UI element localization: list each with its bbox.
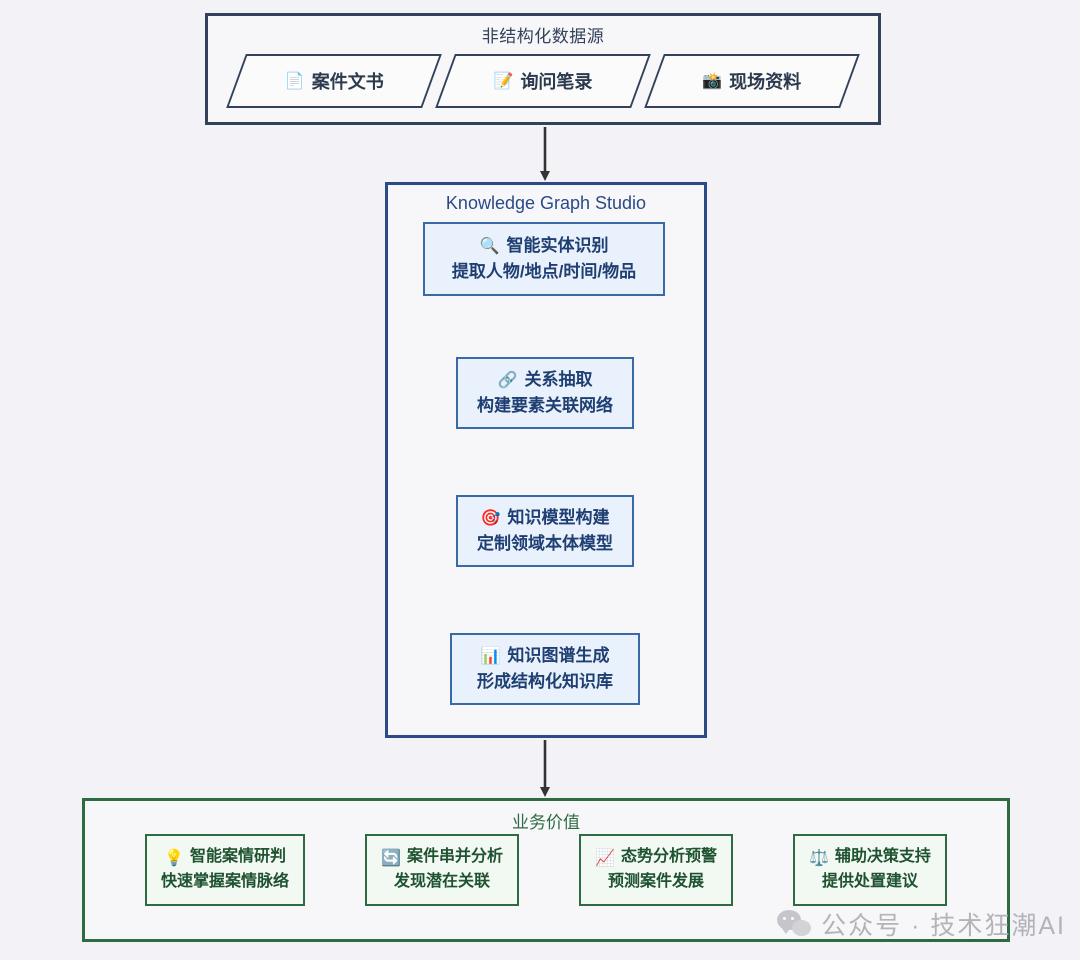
value-item-case-analysis[interactable]: 💡 智能案情研判 快速掌握案情脉络 — [145, 834, 306, 906]
source-item-label: 询问笔录 — [520, 72, 593, 92]
step-subtitle: 定制领域本体模型 — [477, 534, 613, 553]
source-item-label: 案件文书 — [311, 72, 384, 92]
value-item-decision-support[interactable]: ⚖️ 辅助决策支持 提供处置建议 — [793, 834, 947, 906]
magnifier-icon: 🔍 — [479, 235, 500, 255]
source-item-interrogation-record[interactable]: 📝 询问笔录 — [435, 54, 651, 108]
value-item-case-linkage[interactable]: 🔄 案件串并分析 发现潜在关联 — [365, 834, 519, 906]
bar-chart-icon: 📊 — [480, 645, 501, 665]
source-item-label: 现场资料 — [729, 72, 802, 92]
step-title: 智能实体识别 — [506, 235, 609, 255]
value-item-title: 智能案情研判 — [189, 848, 286, 866]
group-unstructured-sources: 非结构化数据源 📄 案件文书 📝 询问笔录 📸 — [205, 13, 881, 125]
source-item-list: 📄 案件文书 📝 询问笔录 📸 现场资料 — [208, 54, 878, 108]
group-value-title: 业务价值 — [512, 813, 580, 832]
value-item-subtitle: 预测案件发展 — [607, 873, 704, 890]
step-title: 关系抽取 — [524, 369, 593, 389]
value-item-subtitle: 快速掌握案情脉络 — [161, 873, 290, 890]
memo-icon: 📝 — [493, 71, 514, 90]
step-subtitle: 提取人物/地点/时间/物品 — [451, 262, 637, 281]
source-item-scene-material[interactable]: 📸 现场资料 — [643, 54, 860, 108]
lightbulb-icon: 💡 — [164, 847, 184, 867]
target-icon: 🎯 — [480, 507, 501, 527]
step-relation-extraction[interactable]: 🔗 关系抽取 构建要素关联网络 — [456, 357, 634, 429]
link-icon: 🔗 — [497, 369, 518, 389]
step-knowledge-model-build[interactable]: 🎯 知识模型构建 定制领域本体模型 — [456, 495, 634, 567]
group-studio-title: Knowledge Graph Studio — [445, 193, 647, 213]
balance-scale-icon: ⚖️ — [809, 847, 829, 867]
value-item-subtitle: 发现潜在关联 — [394, 873, 491, 890]
step-subtitle: 形成结构化知识库 — [477, 672, 613, 691]
step-title: 知识模型构建 — [507, 507, 610, 527]
step-title: 知识图谱生成 — [507, 645, 610, 665]
refresh-icon: 🔄 — [381, 847, 401, 867]
chart-increasing-icon: 📈 — [595, 847, 615, 867]
step-knowledge-graph-generation[interactable]: 📊 知识图谱生成 形成结构化知识库 — [450, 633, 640, 705]
value-item-subtitle: 提供处置建议 — [821, 873, 918, 890]
value-item-situation-warning[interactable]: 📈 态势分析预警 预测案件发展 — [579, 834, 733, 906]
document-icon: 📄 — [284, 71, 305, 90]
step-entity-recognition[interactable]: 🔍 智能实体识别 提取人物/地点/时间/物品 — [423, 222, 665, 296]
value-item-title: 辅助决策支持 — [834, 848, 931, 866]
source-item-case-document[interactable]: 📄 案件文书 — [226, 54, 443, 108]
group-sources-title: 非结构化数据源 — [481, 27, 605, 46]
value-item-title: 态势分析预警 — [620, 848, 717, 866]
group-business-value: 业务价值 💡 智能案情研判 快速掌握案情脉络 🔄 案件串并分析 发现潜在关联 📈 — [82, 798, 1010, 942]
value-item-title: 案件串并分析 — [406, 848, 503, 866]
camera-flash-icon: 📸 — [702, 71, 723, 90]
value-item-list: 💡 智能案情研判 快速掌握案情脉络 🔄 案件串并分析 发现潜在关联 📈 态势分析… — [85, 834, 1007, 906]
step-subtitle: 构建要素关联网络 — [477, 396, 613, 415]
